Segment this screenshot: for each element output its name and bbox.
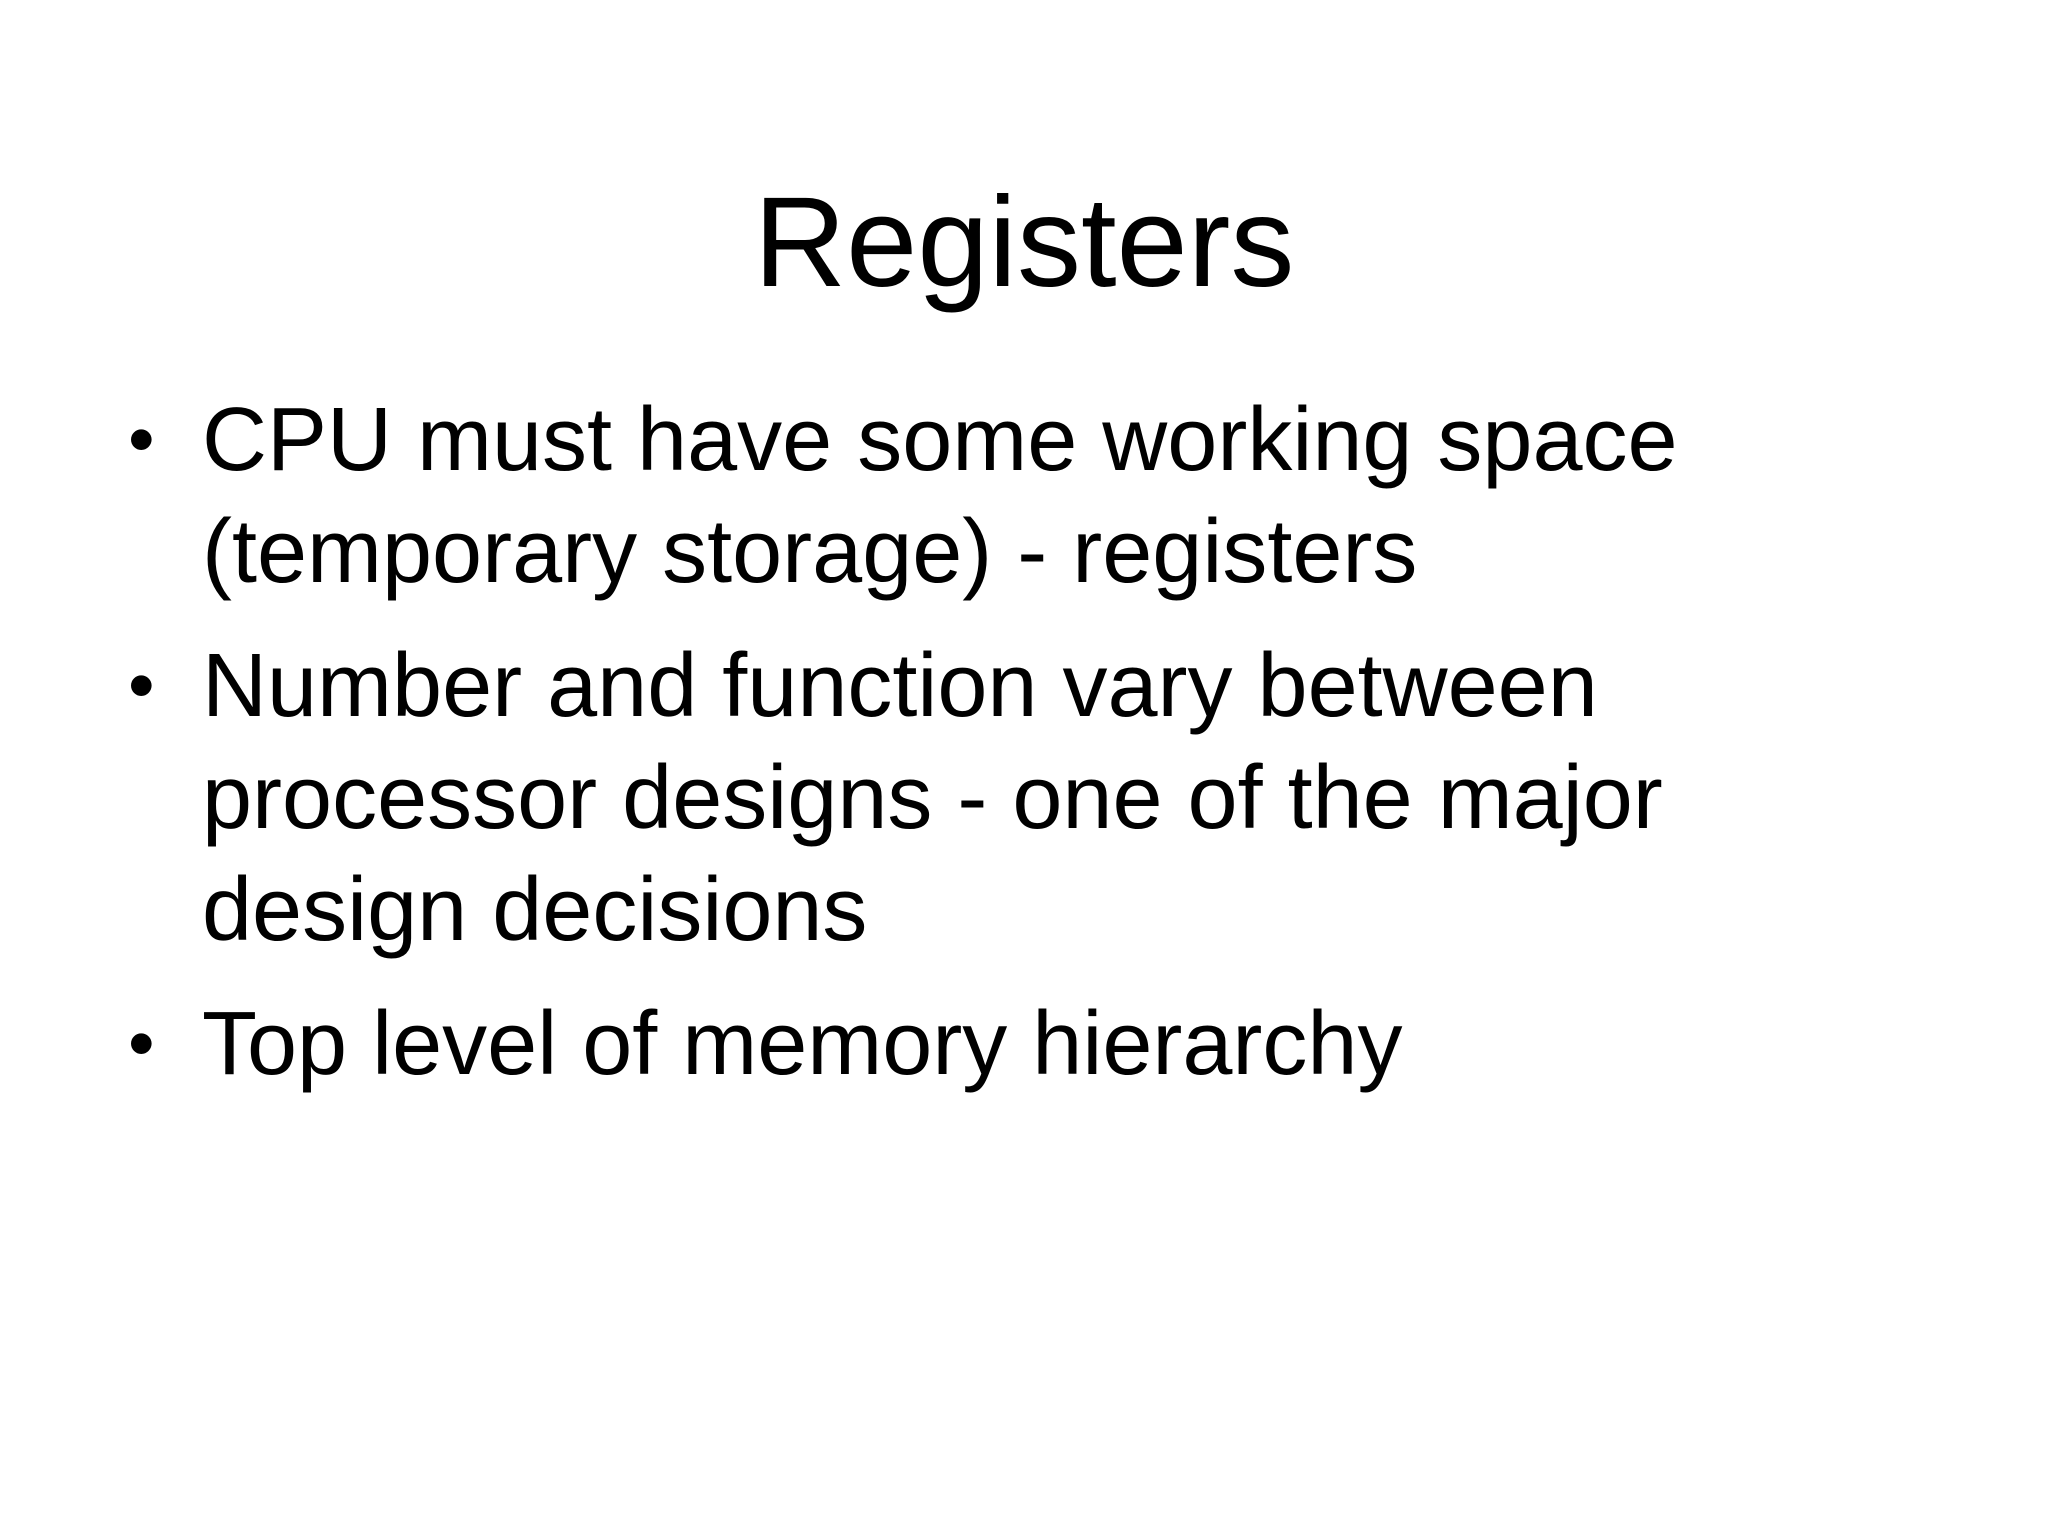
bullet-icon: •: [128, 1001, 155, 1086]
bullet-text: CPU must have some working space (tempor…: [202, 390, 1678, 602]
bullet-text: Number and function vary between process…: [202, 636, 1663, 960]
bullet-item: • CPU must have some working space (temp…: [128, 384, 1828, 608]
bullet-item: • Number and function vary between proce…: [128, 630, 1828, 966]
bullet-text: Top level of memory hierarchy: [202, 994, 1403, 1094]
bullet-icon: •: [128, 397, 155, 482]
slide-title: Registers: [753, 171, 1295, 314]
bullet-list: • CPU must have some working space (temp…: [128, 384, 1828, 1122]
bullet-item: • Top level of memory hierarchy: [128, 988, 1828, 1100]
bullet-icon: •: [128, 643, 155, 728]
